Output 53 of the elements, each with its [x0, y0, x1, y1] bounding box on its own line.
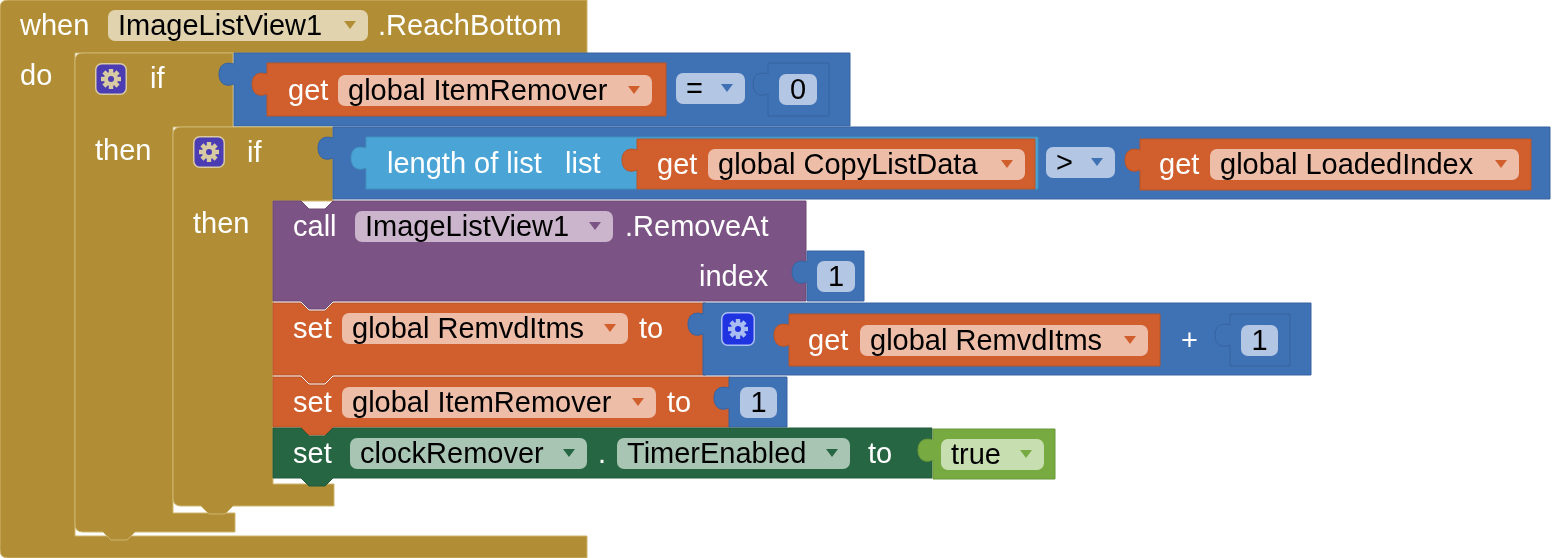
property-setter-block	[273, 428, 932, 486]
block-label: index	[699, 259, 769, 293]
dropdown-field: global ItemRemover	[342, 386, 656, 418]
variable-getter-block	[622, 139, 1035, 189]
dropdown-field: global RemvdItms	[342, 312, 628, 344]
boolean-block	[918, 429, 1055, 479]
block-label: when	[20, 8, 90, 42]
block-label: length of list	[387, 146, 542, 180]
dropdown-field: true	[941, 438, 1044, 470]
if-block	[173, 127, 334, 514]
dropdown-field: clockRemover	[350, 437, 587, 469]
block-label: then	[193, 206, 250, 240]
block-label: .RemoveAt	[625, 209, 769, 243]
block-label: if	[150, 61, 165, 95]
block-label: if	[247, 135, 262, 169]
number-field: 0	[779, 73, 817, 105]
method-call-block	[273, 201, 806, 309]
dropdown-field: >	[1046, 146, 1115, 178]
variable-getter-block	[252, 63, 666, 116]
block-label: get	[288, 73, 329, 107]
block-label: set	[293, 385, 332, 419]
dropdown-field: ImageListView1	[355, 210, 613, 242]
block-label: +	[1181, 323, 1198, 357]
dropdown-field: global LoadedIndex	[1210, 148, 1519, 180]
list-length-block	[351, 137, 1038, 189]
dropdown-field: global RemvdItms	[860, 324, 1148, 356]
comparison-block	[318, 127, 1550, 199]
variable-getter-block	[1125, 139, 1531, 190]
number-field: 1	[1241, 324, 1278, 356]
dropdown-field: ImageListView1	[108, 9, 368, 41]
block-label: set	[293, 436, 332, 470]
comparison-block	[219, 53, 850, 126]
block-label: list	[565, 146, 601, 180]
block-label: to	[667, 385, 692, 419]
block-label: .ReachBottom	[378, 8, 562, 42]
block-label: call	[293, 209, 337, 243]
block-label: set	[293, 311, 332, 345]
block-label: get	[1159, 147, 1200, 181]
block-label: get	[808, 323, 849, 357]
block-label: .	[598, 436, 607, 470]
dropdown-field: global ItemRemover	[338, 74, 652, 106]
variable-getter-block	[774, 314, 1160, 366]
dropdown-field: global CopyListData	[708, 148, 1025, 180]
block-label: do	[20, 58, 53, 92]
block-label: to	[639, 311, 664, 345]
dropdown-field: TimerEnabled	[617, 437, 850, 469]
number-field: 1	[740, 386, 777, 418]
block-label: get	[657, 147, 698, 181]
block-label: to	[868, 436, 893, 470]
dropdown-field: =	[676, 72, 745, 104]
addition-block	[688, 303, 1311, 375]
number-field: 1	[817, 260, 855, 292]
block-label: then	[95, 133, 152, 167]
